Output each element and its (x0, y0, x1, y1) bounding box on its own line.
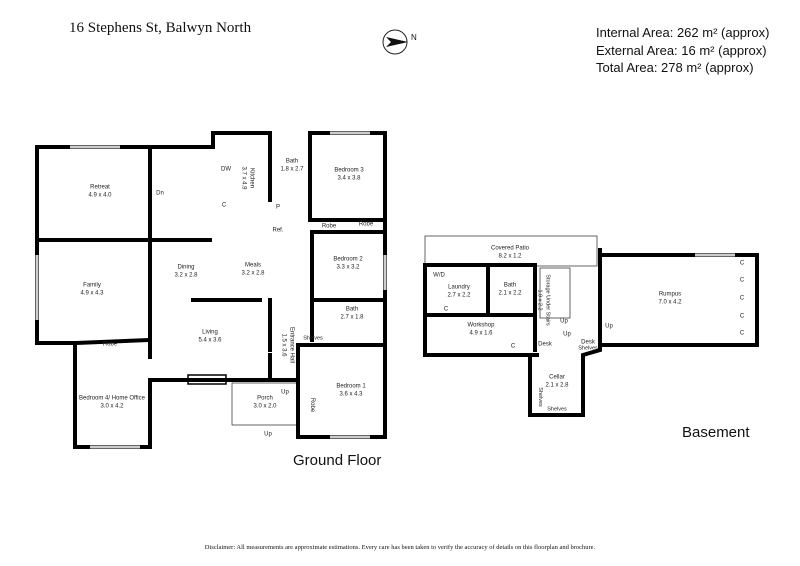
robe-label-bedroom-1: Robe (308, 397, 315, 413)
internal-area: Internal Area: 262 m² (approx) (596, 25, 770, 40)
pantry-label: P (275, 204, 281, 211)
shelves-label-desk: Shelves (578, 345, 598, 352)
washer-dryer-label: W/D (433, 272, 445, 279)
cupboard-label-laundry: C (443, 306, 449, 313)
external-area: External Area: 16 m² (approx) (596, 42, 767, 58)
area-summary: Internal Area: 262 m² (approx) External … (596, 24, 769, 77)
up-label-porch: Up (264, 431, 272, 438)
compass-north-label: N (411, 33, 417, 42)
up-label-hall: Up (281, 389, 289, 396)
desk-label-left: Desk (538, 341, 552, 348)
cupboard-label-rumpus-2: C (739, 277, 745, 284)
ground-floor-label: Ground Floor (293, 452, 382, 469)
fridge-label: Ref. (272, 227, 284, 234)
up-label-stairs: Up (560, 318, 568, 325)
cupboard-label-workshop: C (510, 343, 516, 350)
basement-label: Basement (682, 424, 750, 441)
robe-label-bedroom-3a: Robe (321, 223, 337, 230)
shelves-label: Shelves (303, 335, 323, 342)
robe-label-bedroom-4: Robe (102, 341, 118, 348)
cupboard-label-rumpus-1: C (739, 260, 745, 267)
shelves-label-cellar-bottom: Shelves (547, 406, 567, 413)
robe-label-bedroom-3b: Robe (358, 221, 374, 228)
cupboard-label-rumpus-5: C (739, 330, 745, 337)
cupboard-label-rumpus-3: C (739, 295, 745, 302)
shelves-label-cellar-side: Shelves (536, 387, 543, 407)
property-address: 16 Stephens St, Balwyn North (69, 20, 252, 36)
dishwasher-label: DW (221, 166, 231, 173)
total-area: Total Area: 278 m² (approx) (596, 60, 754, 75)
up-label-hall-basement: Up (563, 331, 571, 338)
disclaimer: Disclaimer: All measurements are approxi… (204, 544, 596, 551)
compass-icon (381, 28, 409, 61)
cupboard-label-rumpus-4: C (739, 313, 745, 320)
stairs-down-label: Dn (156, 190, 164, 197)
up-label-rumpus: Up (605, 323, 613, 330)
desk-label-right: Desk (581, 339, 595, 346)
cupboard-label: C (221, 202, 227, 209)
